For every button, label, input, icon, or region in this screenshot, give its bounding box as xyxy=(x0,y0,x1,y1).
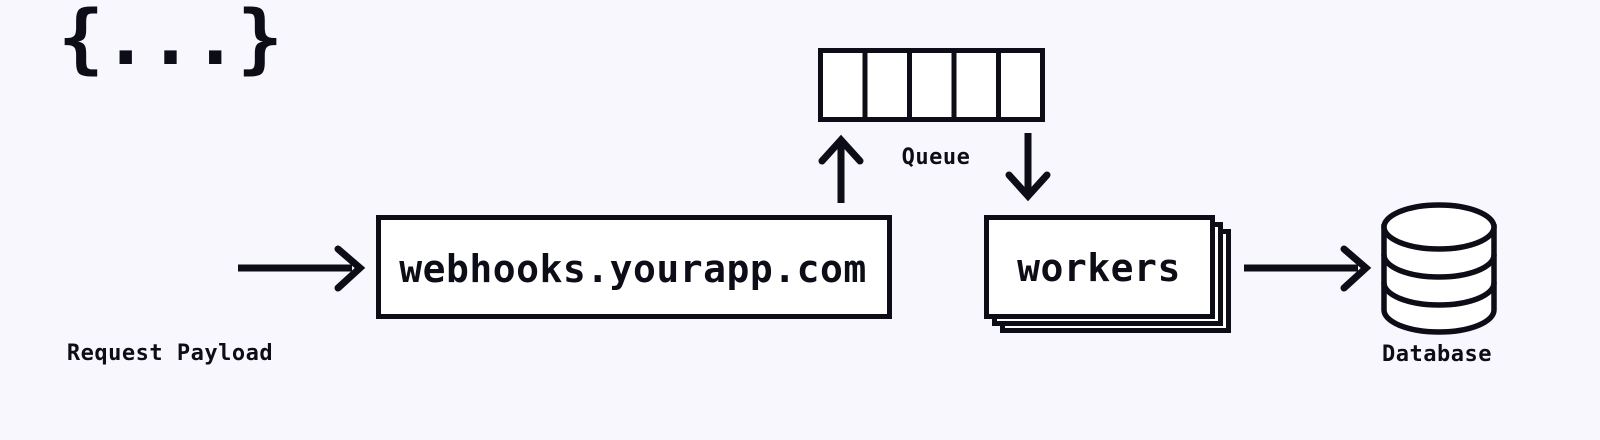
queue-label: Queue xyxy=(901,145,971,170)
endpoint-box xyxy=(376,215,892,319)
workers-label: workers xyxy=(1017,246,1181,290)
database-cylinder xyxy=(1381,202,1497,335)
endpoint-label: webhooks.yourapp.com xyxy=(399,247,867,291)
payload-label: Request Payload xyxy=(66,341,274,366)
arrow-payload-to-endpoint xyxy=(238,245,366,292)
json-braces-icon: {...} xyxy=(58,0,283,82)
arrow-endpoint-to-queue xyxy=(818,134,864,203)
arrow-queue-to-workers xyxy=(1005,133,1051,202)
arrow-workers-to-database xyxy=(1244,245,1372,292)
database-label: Database xyxy=(1382,342,1492,367)
workers-box-front xyxy=(984,215,1215,319)
queue-bar xyxy=(818,48,1045,122)
workers-stack xyxy=(984,215,1231,333)
